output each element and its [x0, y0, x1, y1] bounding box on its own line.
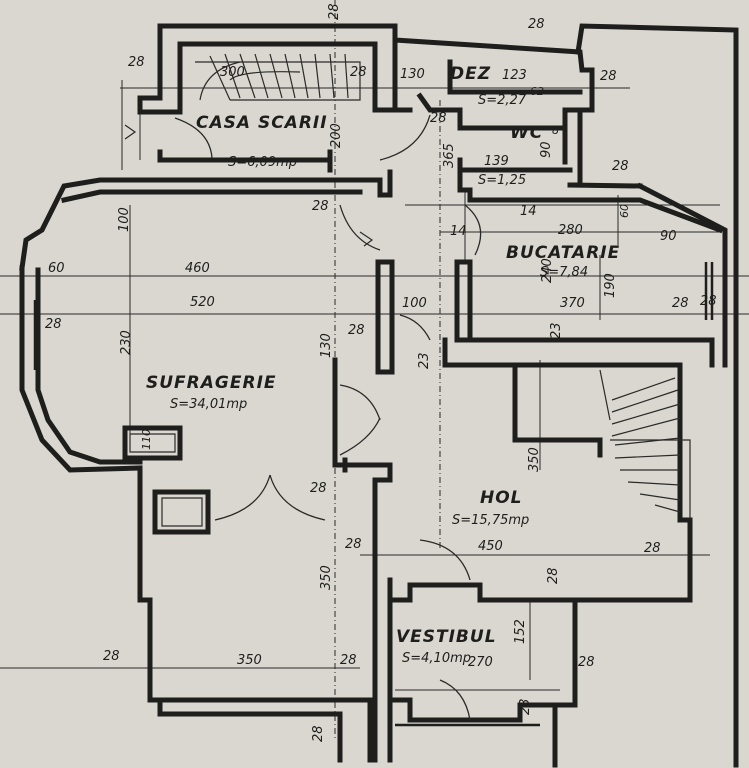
dim-label: 28	[345, 537, 362, 552]
dim-label: 90	[660, 229, 677, 244]
dim-label: 123	[502, 68, 527, 83]
dim-label: 110	[140, 429, 153, 450]
dim-label: 450	[478, 539, 503, 554]
dim-label: 28	[310, 481, 327, 496]
dim-label: 240	[540, 258, 555, 283]
dim-label: 350	[319, 565, 334, 590]
room-casa-scarii-name: CASA SCARII	[196, 113, 328, 133]
dim-label: 100	[117, 207, 132, 232]
dim-label: 28	[528, 17, 545, 32]
room-hol-area: S=15,75mp	[452, 513, 529, 528]
dim-label: 23	[549, 322, 564, 339]
dim-label: 270	[468, 655, 493, 670]
dim-label: 28	[600, 69, 617, 84]
dim-label: 28	[644, 541, 661, 556]
dim-label: 28	[578, 655, 595, 670]
doors	[174, 114, 482, 721]
dim-label: 130	[400, 67, 425, 82]
dim-label: 23	[417, 352, 432, 369]
dim-label: 130	[319, 333, 334, 358]
arrow-marks	[124, 124, 374, 247]
dim-label: 28	[340, 653, 357, 668]
room-sufragerie-area: S=34,01mp	[170, 397, 247, 412]
dim-label: 460	[185, 261, 210, 276]
dim-label: 23	[518, 698, 533, 715]
room-hol-name: HOL	[480, 488, 523, 508]
dim-label: 62	[530, 85, 544, 98]
dim-label: 200	[329, 123, 344, 148]
dim-label: 28	[546, 567, 561, 584]
dim-label: 28	[311, 725, 326, 742]
walls	[19, 23, 739, 768]
dim-label: 100	[402, 296, 427, 311]
dimension-labels: 28 300 28 130 123 28 28 62 8 365 139 90 …	[45, 3, 717, 742]
dim-label: 28	[612, 159, 629, 174]
dim-label: 365	[442, 143, 457, 168]
dim-label: 90	[539, 141, 554, 158]
dim-label: 28	[128, 55, 145, 70]
room-bucatarie-area: S=7,84	[540, 265, 588, 280]
dim-label: 14	[520, 204, 537, 219]
dim-label: 60	[48, 261, 65, 276]
room-dez-name: DEZ	[450, 64, 491, 84]
dim-label: 370	[560, 296, 585, 311]
room-bucatarie-name: BUCATARIE	[506, 243, 620, 263]
dim-label: 300	[220, 65, 245, 80]
dim-label: 28	[430, 111, 447, 126]
room-vestibul-area: S=4,10mp	[402, 651, 471, 666]
room-wc-name: WC	[510, 123, 543, 143]
room-labels: CASA SCARII S=6,09mp DEZ S=2,27 WC S=1,2…	[146, 64, 620, 666]
dim-label: 28	[672, 296, 689, 311]
dim-label: 8	[552, 124, 559, 137]
dim-label: 520	[190, 295, 215, 310]
stairs-lower	[599, 369, 691, 520]
dim-label: 280	[558, 223, 583, 238]
dim-label: 152	[513, 619, 528, 644]
dim-label: 28	[348, 323, 365, 338]
dim-label: 350	[527, 447, 542, 472]
stairs-upper	[195, 53, 361, 101]
dim-label: 28	[350, 65, 367, 80]
dim-label: 139	[484, 154, 509, 169]
room-sufragerie-name: SUFRAGERIE	[146, 373, 277, 393]
dim-label: 350	[237, 653, 262, 668]
dim-label: 28	[45, 317, 62, 332]
dim-label: 230	[119, 330, 134, 355]
dim-label: 28	[312, 199, 329, 214]
room-vestibul-name: VESTIBUL	[396, 627, 497, 647]
room-casa-scarii-area: S=6,09mp	[228, 155, 297, 170]
room-wc-area: S=1,25	[478, 173, 526, 188]
dim-label: 14	[450, 224, 467, 239]
dim-label: 60	[618, 204, 631, 218]
room-dez-area: S=2,27	[478, 93, 527, 108]
dim-label: 28	[327, 3, 342, 20]
dim-label: 28	[700, 294, 717, 309]
dim-label: 28	[103, 649, 120, 664]
dim-label: 190	[603, 273, 618, 298]
